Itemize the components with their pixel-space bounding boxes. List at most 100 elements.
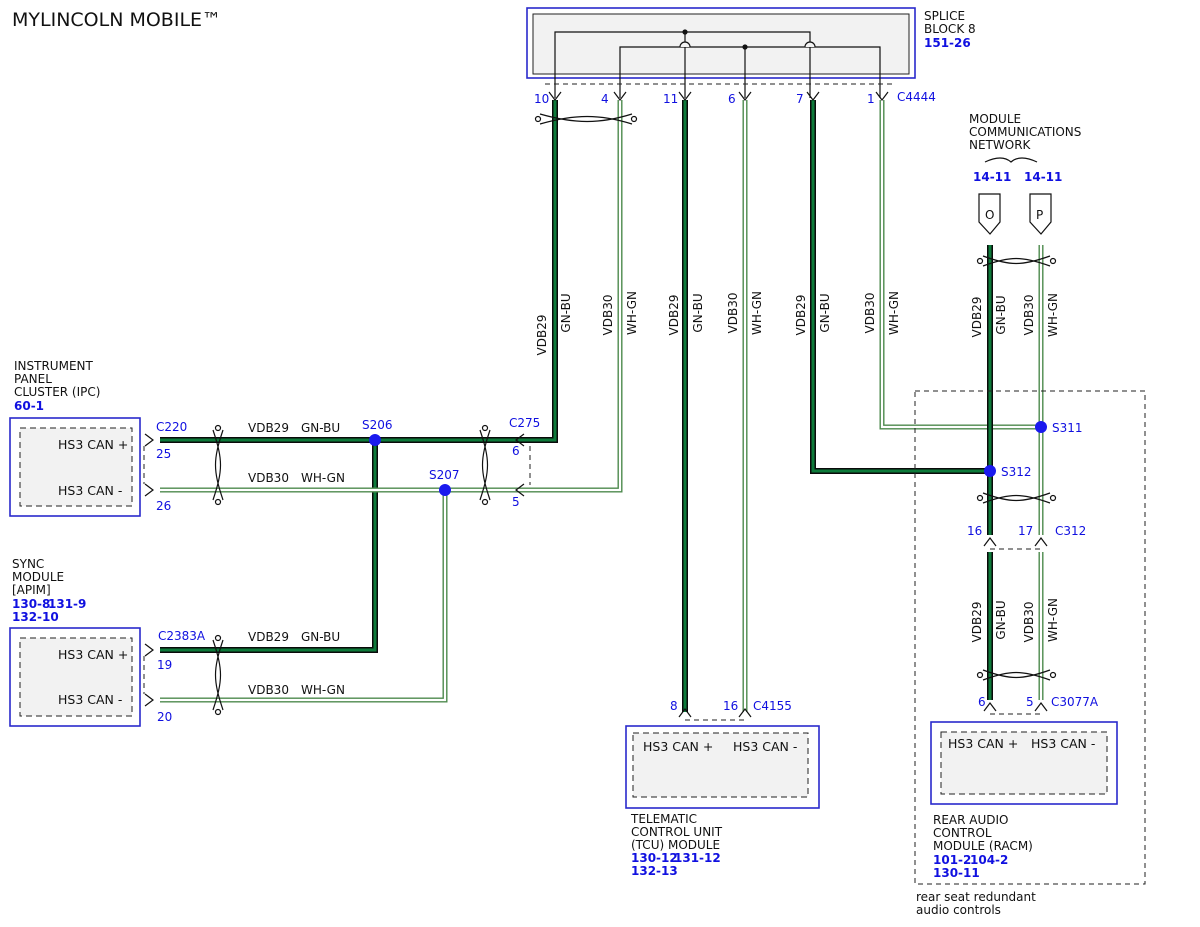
- splice-s312-label: S312: [1001, 465, 1032, 479]
- wire-circuit-label: VDB30: [601, 295, 615, 336]
- wire-circuit-label: VDB30: [726, 293, 740, 334]
- module-sync: SYNC MODULE [APIM] 130-8 131-9 132-10 HS…: [9, 557, 206, 727]
- pin-label: 10: [534, 92, 549, 106]
- pin-label: 6: [978, 695, 986, 709]
- splice-s311: [1035, 421, 1047, 433]
- sync-can-minus: HS3 CAN -: [58, 692, 122, 707]
- splice-block-name-2: BLOCK 8: [924, 22, 976, 36]
- splice-s207-label: S207: [429, 468, 460, 482]
- splice-block-name-1: SPLICE: [924, 9, 965, 23]
- wire-circuit-label: VDB30: [863, 293, 877, 334]
- wire-color-label: WH-GN: [1046, 598, 1060, 642]
- twist-marker-icon: [976, 492, 1057, 504]
- sync-inner: [19, 637, 133, 717]
- module-ipc: INSTRUMENT PANEL CLUSTER (IPC) 60-1 HS3 …: [9, 359, 187, 517]
- sync-can-plus: HS3 CAN +: [58, 647, 128, 662]
- pin-arrow-icon: [678, 91, 692, 101]
- splice-s207: [439, 484, 451, 496]
- network-tag-p: P: [1036, 208, 1043, 222]
- network-tag-p-icon: [1029, 193, 1052, 235]
- racm-note-1: rear seat redundant: [916, 890, 1036, 904]
- wire-circuit-label: VDB29: [970, 602, 984, 643]
- twist-markers: [212, 113, 1057, 716]
- sync-ref-3: 132-10: [12, 610, 59, 624]
- page-title: MYLINCOLN MOBILE™: [12, 9, 221, 31]
- twist-marker-icon: [976, 669, 1057, 681]
- pin-label: 1: [867, 92, 875, 106]
- connector-arrow-icon: [515, 483, 525, 497]
- tcu-ref-1: 130-12: [631, 851, 678, 865]
- twist-marker-icon: [212, 634, 224, 716]
- wire-circuit-label: VDB30: [248, 471, 289, 485]
- pin-label: 4: [601, 92, 609, 106]
- racm-ref-3: 130-11: [933, 866, 980, 880]
- wire-vdb30-core: [160, 100, 622, 492]
- tcu-name-3: (TCU) MODULE: [631, 838, 720, 852]
- pin-arrow-icon: [875, 91, 889, 101]
- tcu-inner: [632, 732, 809, 798]
- ipc-ref: 60-1: [14, 399, 44, 413]
- splice-node: [742, 44, 748, 50]
- wire-circuit-label: VDB29: [970, 297, 984, 338]
- racm-note-2: audio controls: [916, 903, 1001, 917]
- wire-vdb29-core: [811, 100, 990, 473]
- twist-marker-icon: [212, 424, 224, 506]
- splice-node: [682, 29, 688, 35]
- tcu-can-plus: HS3 CAN +: [643, 739, 713, 754]
- wire-color-label: WH-GN: [301, 683, 345, 697]
- connector-c312: 16 17 C312: [967, 524, 1086, 550]
- sync-ref-2: 131-9: [48, 597, 86, 611]
- wire-harness: [160, 100, 1044, 712]
- pin-label: 5: [1026, 695, 1034, 709]
- wire-vdb30: [160, 490, 448, 703]
- network-ref-p: 14-11: [1024, 170, 1062, 184]
- pin-arrow-icon: [613, 91, 627, 101]
- wire-circuit-label: VDB30: [248, 683, 289, 697]
- network-tag-o-icon: [978, 193, 1001, 235]
- connector-c312-label: C312: [1055, 524, 1086, 538]
- wire-circuit-label: VDB29: [248, 421, 289, 435]
- racm-inner: [940, 731, 1108, 795]
- connector-c2383a-label: C2383A: [158, 629, 206, 643]
- racm-name-1: REAR AUDIO: [933, 813, 1009, 827]
- connector-arrow-icon: [144, 483, 154, 497]
- racm-can-minus: HS3 CAN -: [1031, 736, 1095, 751]
- wire-color-label: WH-GN: [887, 291, 901, 335]
- splice-s206: [369, 434, 381, 446]
- sync-name-1: SYNC: [12, 557, 44, 571]
- pin-label: 16: [967, 524, 982, 538]
- pin-label: 5: [512, 495, 520, 509]
- twist-marker-icon: [976, 255, 1057, 267]
- tcu-name-1: TELEMATIC: [630, 812, 697, 826]
- ipc-name-2: PANEL: [14, 372, 52, 386]
- wire-color-label: GN-BU: [818, 293, 832, 332]
- splice-block-8: SPLICE BLOCK 8 151-26 C4444 10 4 11 6 7 …: [526, 7, 976, 106]
- wire-circuit-label: VDB29: [794, 295, 808, 336]
- network-brace-icon: [984, 157, 1038, 163]
- network-label-3: NETWORK: [969, 138, 1032, 152]
- pin-label: 7: [796, 92, 804, 106]
- wire-circuit-label: VDB30: [1022, 295, 1036, 336]
- wire-color-label: WH-GN: [301, 471, 345, 485]
- sync-name-2: MODULE: [12, 570, 64, 584]
- connector-c275-label: C275: [509, 416, 540, 430]
- wire-circuit-label: VDB29: [535, 315, 549, 356]
- ipc-name-1: INSTRUMENT: [14, 359, 93, 373]
- connector-arrow-icon: [983, 537, 997, 547]
- tcu-name-2: CONTROL UNIT: [631, 825, 723, 839]
- connector-c4444-label: C4444: [897, 90, 936, 104]
- wire-color-label: GN-BU: [994, 295, 1008, 334]
- pin-label: 6: [728, 92, 736, 106]
- network-tag-o: O: [985, 208, 994, 222]
- wire-vdb29: [810, 100, 990, 474]
- racm-can-plus: HS3 CAN +: [948, 736, 1018, 751]
- pin-label: 11: [663, 92, 678, 106]
- wire-color-label: GN-BU: [559, 293, 573, 332]
- network-tags: MODULE COMMUNICATIONS NETWORK 14-11 14-1…: [969, 112, 1081, 235]
- connector-arrow-icon: [1034, 702, 1048, 712]
- wire-color-label: WH-GN: [1046, 293, 1060, 337]
- wire-color-label: WH-GN: [750, 291, 764, 335]
- pin-arrow-icon: [548, 91, 562, 101]
- racm-ref-1: 101-2: [933, 853, 971, 867]
- connector-arrow-icon: [983, 702, 997, 712]
